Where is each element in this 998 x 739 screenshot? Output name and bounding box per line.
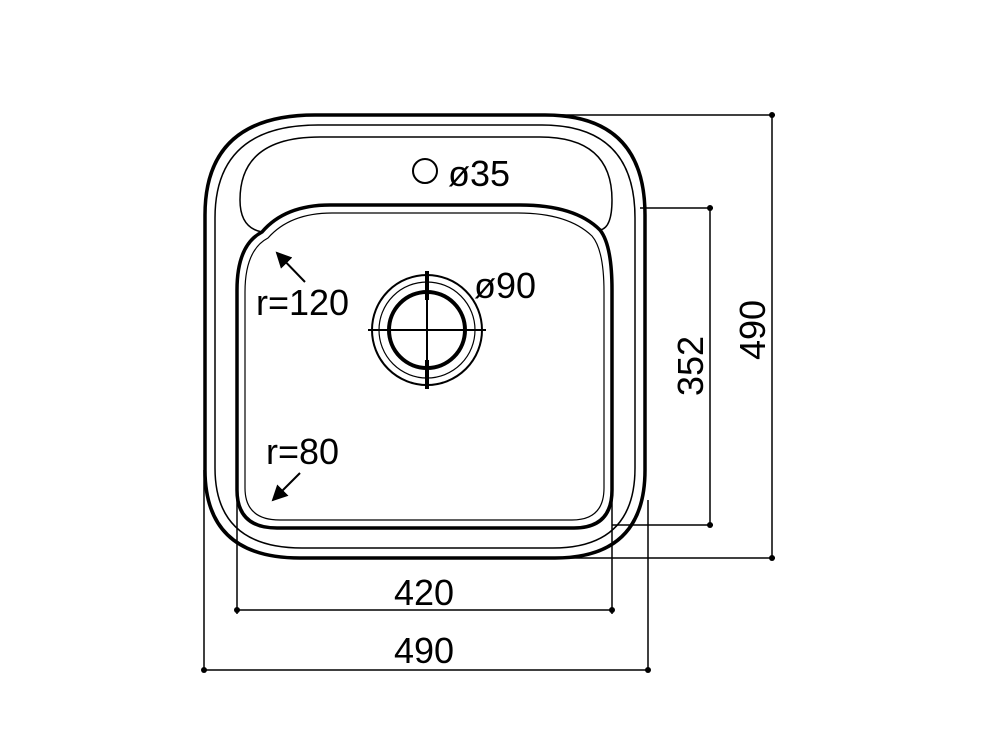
- tap-hole: [412, 158, 438, 184]
- radius-top-label: r=120: [256, 282, 349, 323]
- sink-outer-rim: [203, 113, 647, 560]
- radius-top-arrow: [275, 251, 306, 283]
- overall-width-label: 490: [394, 630, 454, 671]
- dimension-lines: [203, 114, 775, 672]
- sink-bowl: [235, 203, 614, 530]
- drain-label: ø90: [474, 265, 536, 306]
- bowl-depth-label: 352: [670, 336, 711, 396]
- sink-ledge: [239, 136, 613, 233]
- radius-bottom-arrow: [271, 472, 301, 502]
- sink-bowl-inner: [244, 212, 605, 521]
- drain: [368, 271, 486, 389]
- radius-bottom-label: r=80: [266, 431, 339, 472]
- sink-rim-inner-line: [214, 124, 636, 549]
- overall-depth-label: 490: [732, 300, 773, 360]
- bowl-width-label: 420: [394, 572, 454, 613]
- tap-hole-label: ø35: [448, 153, 510, 194]
